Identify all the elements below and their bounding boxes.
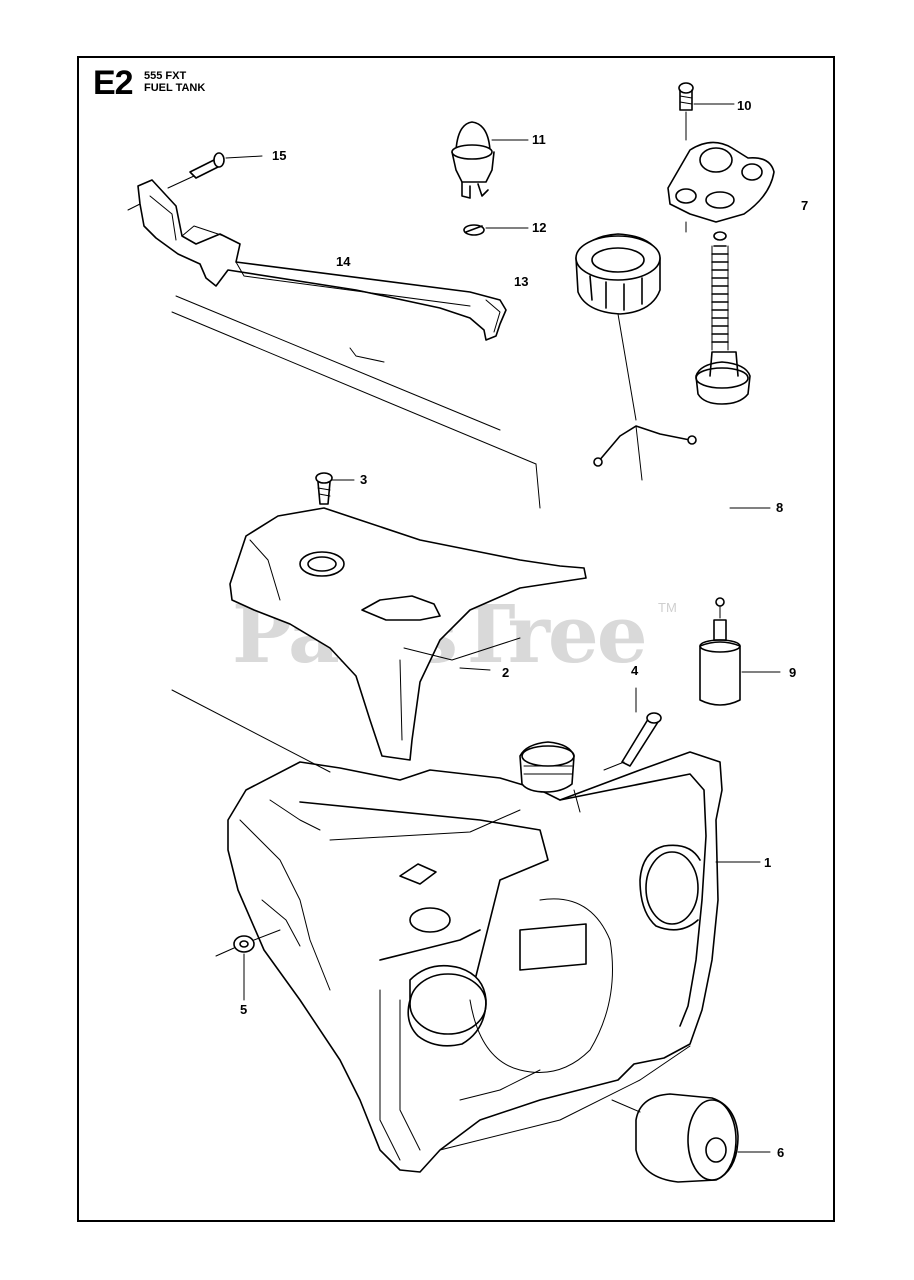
part-12-clip: [463, 224, 529, 236]
part-1-fuel-tank: [171, 689, 761, 1173]
part-15-screw: [167, 152, 263, 189]
callout-13[interactable]: 13: [514, 274, 529, 289]
diagram-title: FUEL TANK: [144, 81, 206, 94]
part-6-bushing: [611, 1093, 771, 1183]
callout-4[interactable]: 4: [631, 663, 639, 678]
part-3-screw: [315, 472, 355, 505]
callout-3[interactable]: 3: [360, 472, 368, 487]
part-5-washer: [215, 929, 281, 1001]
part-10-screw: [678, 82, 735, 141]
part-13-fuel-cap: [575, 233, 697, 481]
callout-8[interactable]: 8: [776, 500, 784, 515]
part-9-fuel-filter: [699, 597, 781, 706]
model-number: 555 FXT: [144, 70, 187, 82]
callout-9[interactable]: 9: [789, 665, 797, 680]
callout-15[interactable]: 15: [272, 148, 287, 163]
part-2-tank-cover: [229, 507, 587, 761]
diagram-frame: [77, 56, 835, 1222]
callout-10[interactable]: 10: [737, 98, 752, 113]
callout-14[interactable]: 14: [336, 254, 351, 269]
part-4-screw: [603, 687, 662, 771]
part-11-primer-bulb: [451, 121, 529, 199]
watermark-trademark: TM: [658, 600, 677, 615]
callout-7[interactable]: 7: [801, 198, 809, 213]
callout-1[interactable]: 1: [764, 855, 772, 870]
callout-12[interactable]: 12: [532, 220, 547, 235]
part-14-handle-cover: [127, 179, 507, 363]
section-code: E2: [93, 64, 134, 102]
callout-2[interactable]: 2: [502, 665, 510, 680]
cover-plate-outline: [171, 295, 541, 509]
part-7-valve-assembly: [667, 141, 775, 405]
callout-6[interactable]: 6: [777, 1145, 785, 1160]
callout-5[interactable]: 5: [240, 1002, 248, 1017]
callout-11[interactable]: 11: [532, 132, 546, 147]
diagram-heading: 555 FXT FUEL TANK: [144, 70, 206, 94]
